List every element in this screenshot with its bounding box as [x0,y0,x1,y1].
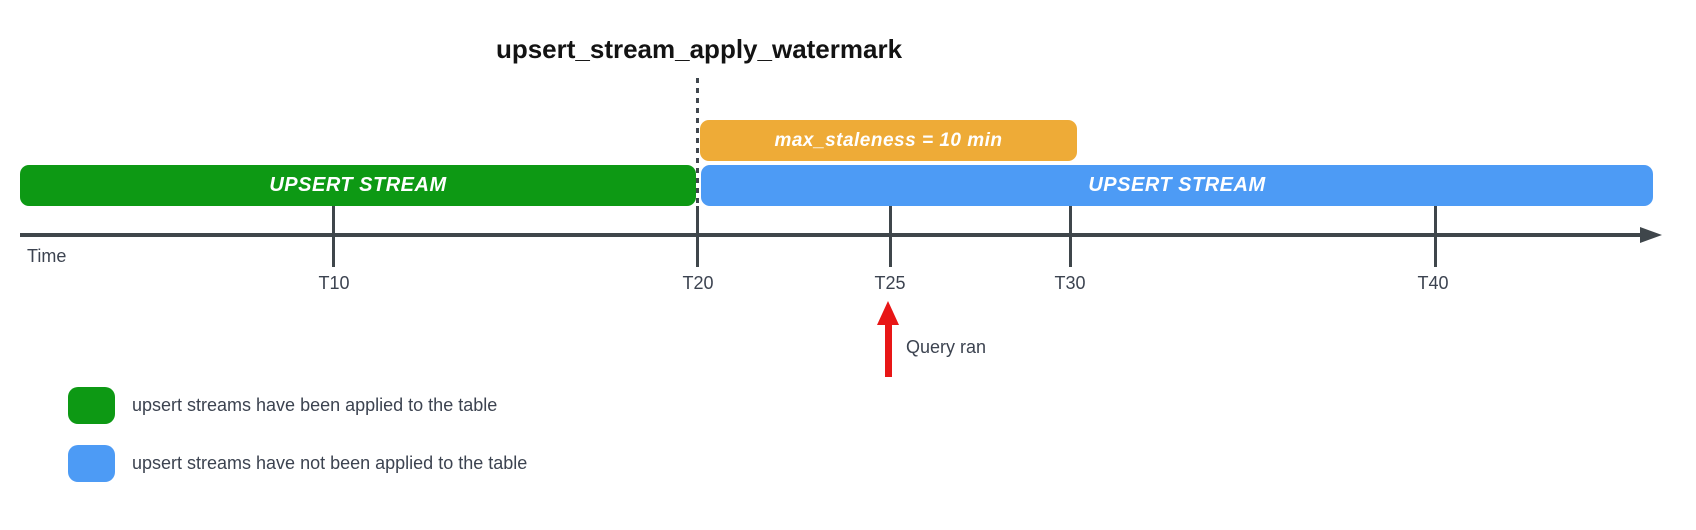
upsert-stream-applied-bar: UPSERT STREAM [20,165,696,206]
time-axis-arrowhead-icon [1640,227,1662,243]
tick-label-t30: T30 [1054,273,1086,293]
upsert-stream-unapplied-bar-label: UPSERT STREAM [1088,174,1266,196]
time-axis-line [20,233,1642,237]
tick-label-t20: T20 [682,273,714,293]
max-staleness-bar: max_staleness = 10 min [700,120,1077,161]
query-ran-arrow-shaft [885,322,892,377]
time-axis-label: Time [27,246,67,266]
watermark-dashed-line [696,78,699,206]
tick-mark-t25 [889,206,892,267]
tick-mark-t10 [332,206,335,267]
max-staleness-bar-label: max_staleness = 10 min [774,129,1003,151]
tick-mark-t40 [1434,206,1437,267]
query-ran-arrow-icon [877,301,899,325]
tick-mark-t30 [1069,206,1072,267]
legend-label-applied: upsert streams have been applied to the … [132,395,498,415]
diagram-title: upsert_stream_apply_watermark [495,34,903,64]
legend-swatch-unapplied [68,445,115,482]
query-ran-label: Query ran [906,337,987,357]
legend-swatch-applied [68,387,115,424]
upsert-stream-applied-bar-label: UPSERT STREAM [269,174,447,196]
tick-label-t40: T40 [1417,273,1449,293]
tick-mark-t20 [696,206,699,267]
tick-label-t10: T10 [318,273,350,293]
tick-label-t25: T25 [874,273,906,293]
legend-label-unapplied: upsert streams have not been applied to … [132,453,528,473]
upsert-stream-unapplied-bar: UPSERT STREAM [701,165,1653,206]
